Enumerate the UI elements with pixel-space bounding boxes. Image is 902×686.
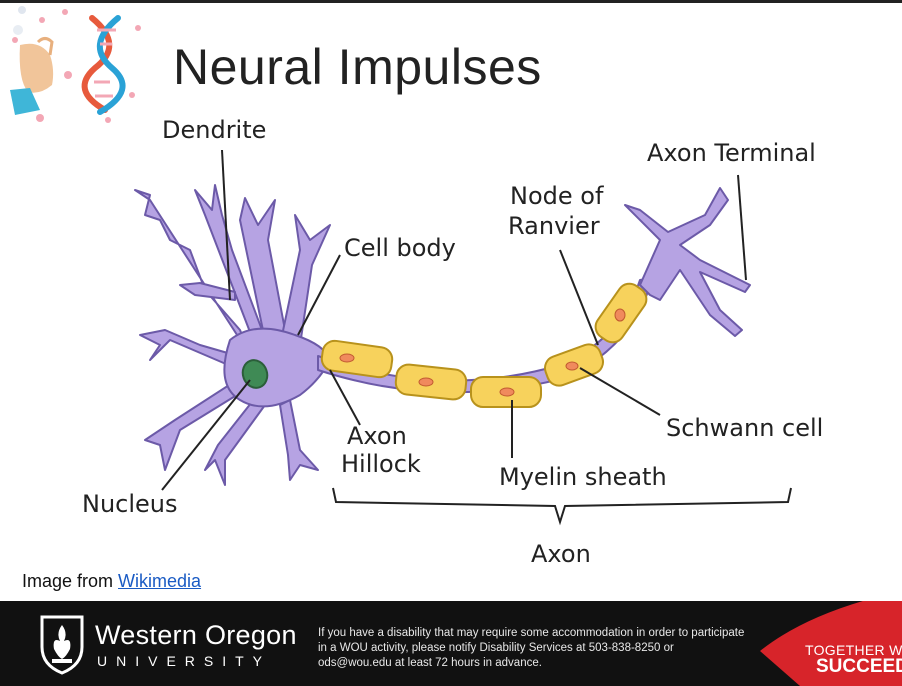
wikimedia-link[interactable]: Wikimedia bbox=[118, 571, 201, 591]
footer-bar: Western Oregon UNIVERSITY If you have a … bbox=[0, 601, 902, 686]
node-of-ranvier-label-line2: Ranvier bbox=[508, 212, 600, 240]
wou-shield-icon bbox=[38, 613, 86, 675]
disability-notice: If you have a disability that may requir… bbox=[318, 626, 748, 671]
university-subtitle: UNIVERSITY bbox=[97, 654, 271, 668]
node-of-ranvier-label-line1: Node of bbox=[510, 182, 604, 210]
axon-hillock-label-line1: Axon bbox=[347, 422, 407, 450]
dendrite-label: Dendrite bbox=[162, 116, 266, 144]
axon-hillock-label-line2: Hillock bbox=[341, 450, 421, 478]
university-name: Western Oregon bbox=[95, 622, 297, 649]
neuron-diagram: Dendrite Cell body Nucleus Axon Hillock … bbox=[0, 0, 902, 600]
schwann-cell-label: Schwann cell bbox=[666, 414, 823, 442]
axon-label: Axon bbox=[531, 540, 591, 568]
image-credit: Image from Wikimedia bbox=[22, 571, 201, 592]
cell-body-label: Cell body bbox=[344, 234, 456, 262]
slogan-line2: SUCCEED bbox=[816, 656, 902, 678]
myelin-sheath-label: Myelin sheath bbox=[499, 463, 667, 491]
axon-terminal-label: Axon Terminal bbox=[647, 139, 816, 167]
credit-prefix: Image from bbox=[22, 571, 118, 591]
nucleus-label: Nucleus bbox=[82, 490, 178, 518]
